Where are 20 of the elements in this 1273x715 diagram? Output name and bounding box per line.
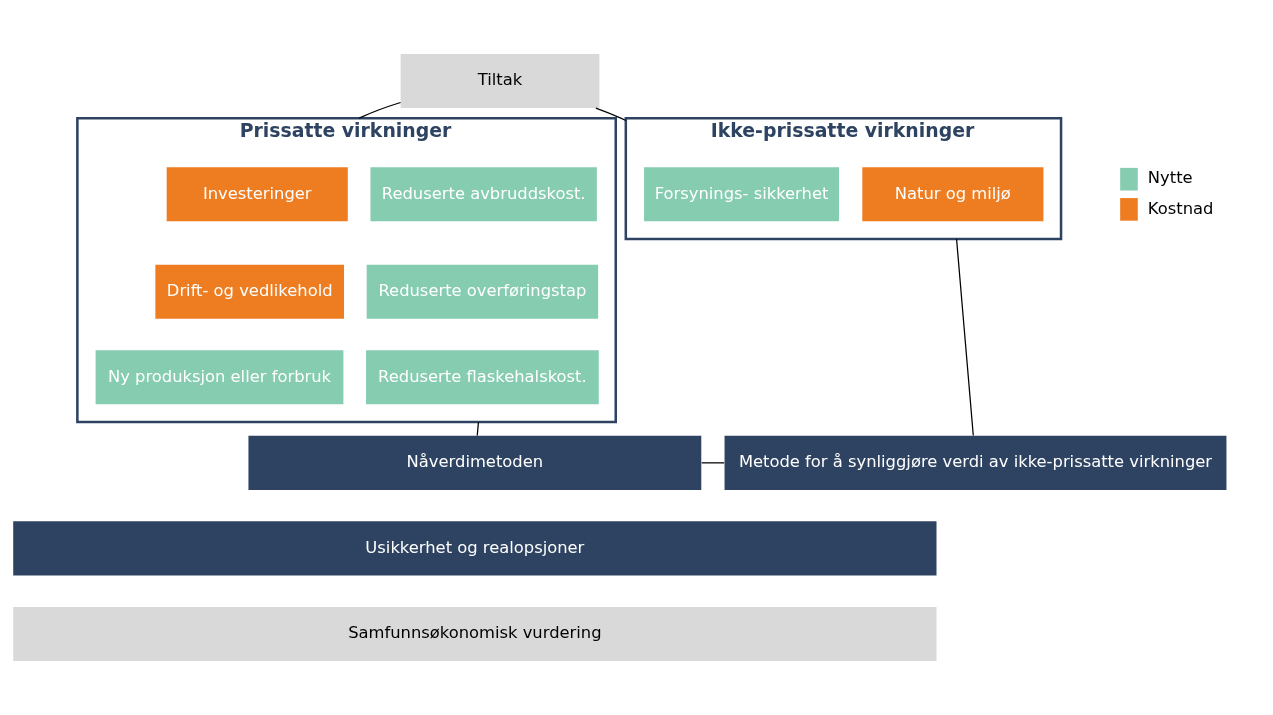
connector: [955, 238, 974, 437]
node-box: Ny produksjon eller forbruk: [95, 350, 344, 405]
legend-label: Kostnad: [1147, 198, 1214, 218]
node-box: Reduserte avbruddskost.: [370, 167, 597, 222]
node-box: Usikkerhet og realopsjoner: [13, 521, 937, 576]
node-box: Reduserte flaskehalskost.: [366, 350, 599, 405]
node-box: Metode for å synliggjøre verdi av ikke-prissatte virkninger: [724, 435, 1227, 490]
connector: [358, 101, 402, 119]
node-box: Tiltak: [400, 54, 600, 109]
node-box: Reduserte overføringstap: [366, 264, 599, 319]
node-box: Natur og miljø: [862, 167, 1044, 222]
legend-label: Nytte: [1147, 168, 1193, 188]
connector: [476, 421, 480, 437]
node-box: Investeringer: [166, 167, 348, 222]
node-box: Forsynings- sikkerhet: [644, 167, 839, 222]
node-box: Samfunnsøkonomisk vurdering: [13, 606, 937, 661]
node-box: Nåverdimetoden: [248, 435, 702, 490]
connector: [701, 462, 725, 464]
node-box: Drift- og vedlikehold: [155, 264, 345, 319]
connector: [595, 107, 627, 122]
